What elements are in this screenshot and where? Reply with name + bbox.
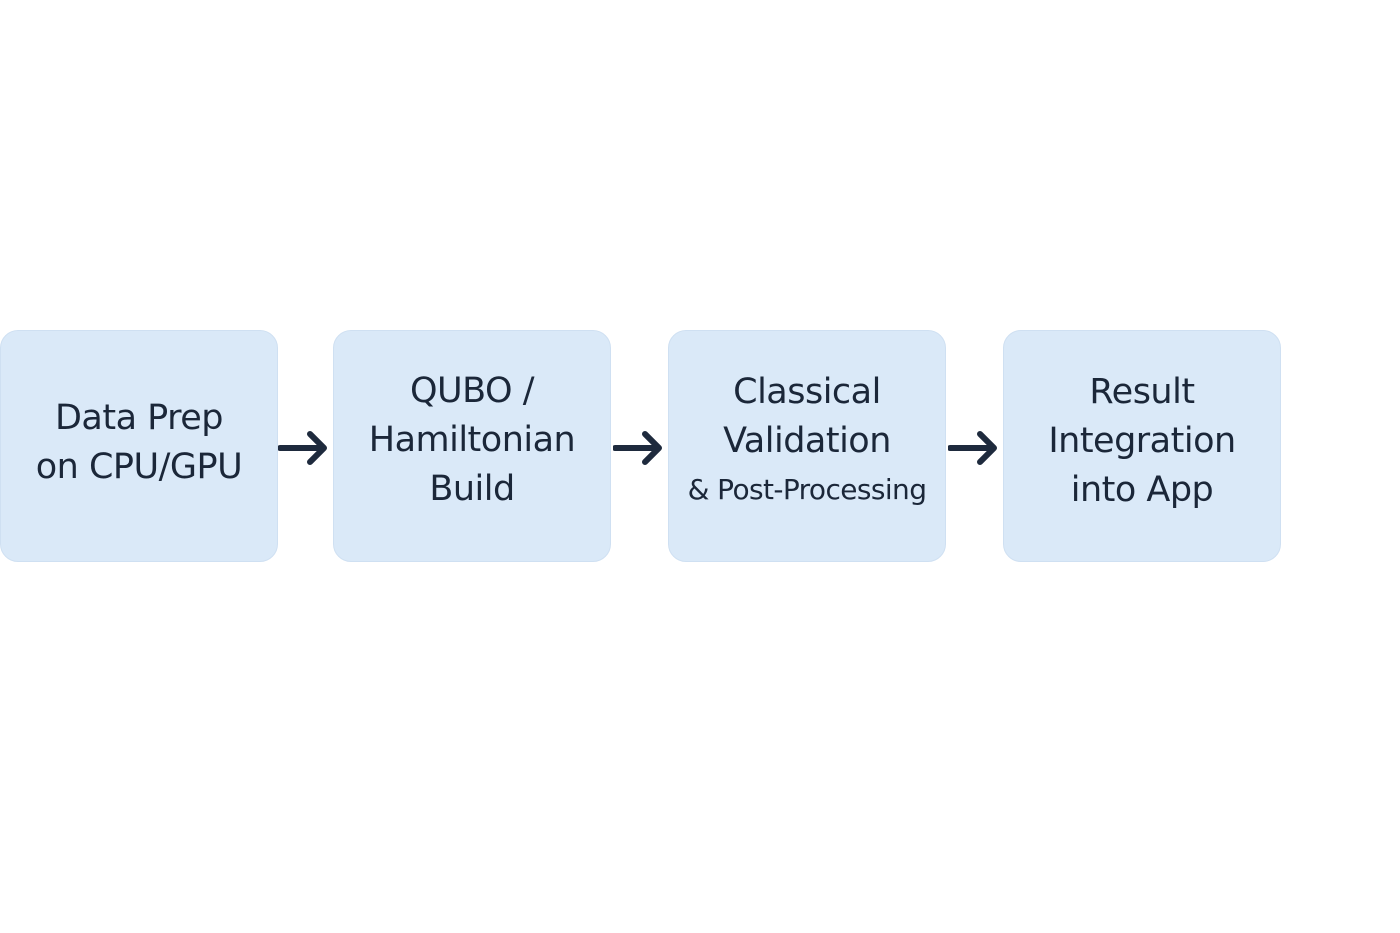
step-label-line: Build [429,468,515,509]
step-classical-validation: Classical Validation & Post-Processing [668,330,946,562]
step-label-line: Result [1089,371,1195,412]
step-label-line: on CPU/GPU [35,447,243,487]
arrow-right-icon [948,431,997,465]
step-label-line: Classical [733,372,881,412]
step-label-line: Validation [723,421,891,461]
step-result-integration: Result Integration into App [1003,330,1281,562]
arrow-right-icon [613,431,662,465]
step-label-line: Integration [1048,420,1236,461]
step-data-prep: Data Prep on CPU/GPU [0,330,278,562]
arrow-right-icon [278,431,327,465]
step-label-line: into App [1070,469,1214,510]
step-qubo-build: QUBO / Hamiltonian Build [333,330,611,562]
step-label-line: Data Prep [54,398,224,438]
step-label-line: QUBO / [409,370,535,411]
step-label-line: Hamiltonian [368,419,576,460]
step-label-line: & Post-Processing [687,473,927,506]
